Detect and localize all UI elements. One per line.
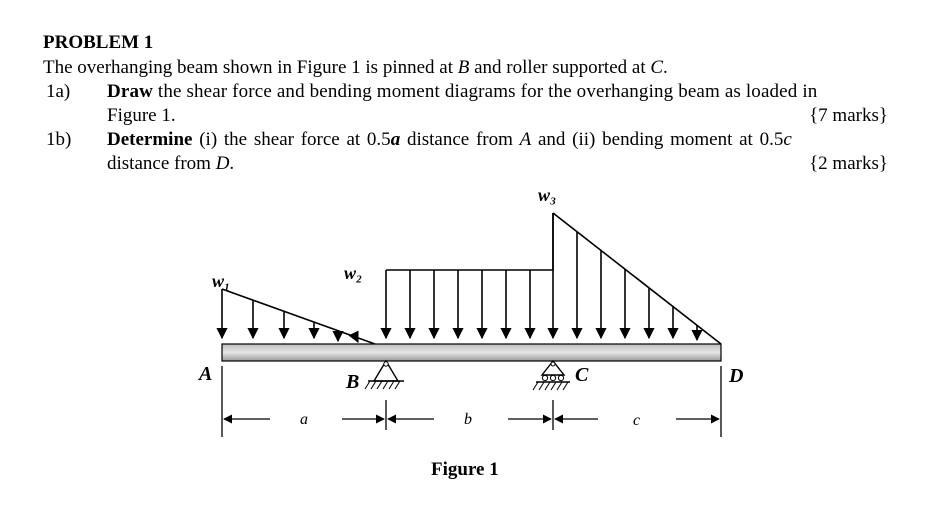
part-b-marks: {2 marks} <box>809 153 888 174</box>
label-w2: w₂ <box>344 263 362 283</box>
dim-label-b: b <box>464 411 472 428</box>
part-b-text5: . <box>229 153 235 174</box>
problem-title: PROBLEM 1 <box>43 32 154 53</box>
figure-caption: Figure 1 <box>431 459 499 480</box>
part-b-text1: (i) the shear force at 0.5 <box>192 129 391 150</box>
intro-text-1: The overhanging beam shown in Figure 1 i… <box>43 57 458 78</box>
load-w2-uniform <box>380 269 553 340</box>
part-b-point-a: A <box>519 129 532 150</box>
part-a-text1: the shear force and bending moment diagr… <box>152 81 818 102</box>
roller-support-c <box>532 359 570 391</box>
part-b-text4: distance from <box>107 153 216 174</box>
dim-label-c: c <box>633 412 640 429</box>
part-b-text2: distance from <box>400 129 520 150</box>
intro-point-c: C <box>650 57 664 78</box>
part-b-line1: Determine (i) the shear force at 0.5a di… <box>107 129 792 151</box>
label-point-b: B <box>345 371 359 393</box>
load-w1-triangular <box>216 288 376 345</box>
part-b-line2: distance from D. <box>107 153 234 175</box>
pin-support-b <box>364 359 404 390</box>
label-point-a: A <box>197 363 212 385</box>
label-w3: w₃ <box>538 185 556 205</box>
part-b-point-d: D <box>215 153 230 174</box>
part-b-text3: and (ii) bending moment at 0.5 <box>531 129 784 150</box>
part-a-marks: {7 marks} <box>809 105 888 126</box>
part-b-verb: Determine <box>107 129 193 150</box>
label-point-d: D <box>728 365 743 387</box>
part-b-var-a: a <box>390 129 401 150</box>
intro-text-3: . <box>663 57 668 78</box>
part-b-number: 1b) <box>46 129 72 150</box>
beam <box>221 343 722 362</box>
dim-label-a: a <box>300 411 308 428</box>
label-point-c: C <box>575 364 589 386</box>
part-a-line1: Draw the shear force and bending moment … <box>107 81 817 103</box>
intro-point-b: B <box>457 57 470 78</box>
load-w3-triangular <box>547 212 722 345</box>
problem-intro: The overhanging beam shown in Figure 1 i… <box>43 57 668 79</box>
part-b-var-c: c <box>783 129 792 150</box>
intro-text-2: and roller supported at <box>469 57 651 78</box>
label-w1: w₁ <box>212 271 230 291</box>
dimension-extension-lines <box>221 366 722 437</box>
part-a-line2: Figure 1. <box>107 105 176 126</box>
part-a-verb: Draw <box>107 81 153 102</box>
part-a-number: 1a) <box>46 81 71 102</box>
